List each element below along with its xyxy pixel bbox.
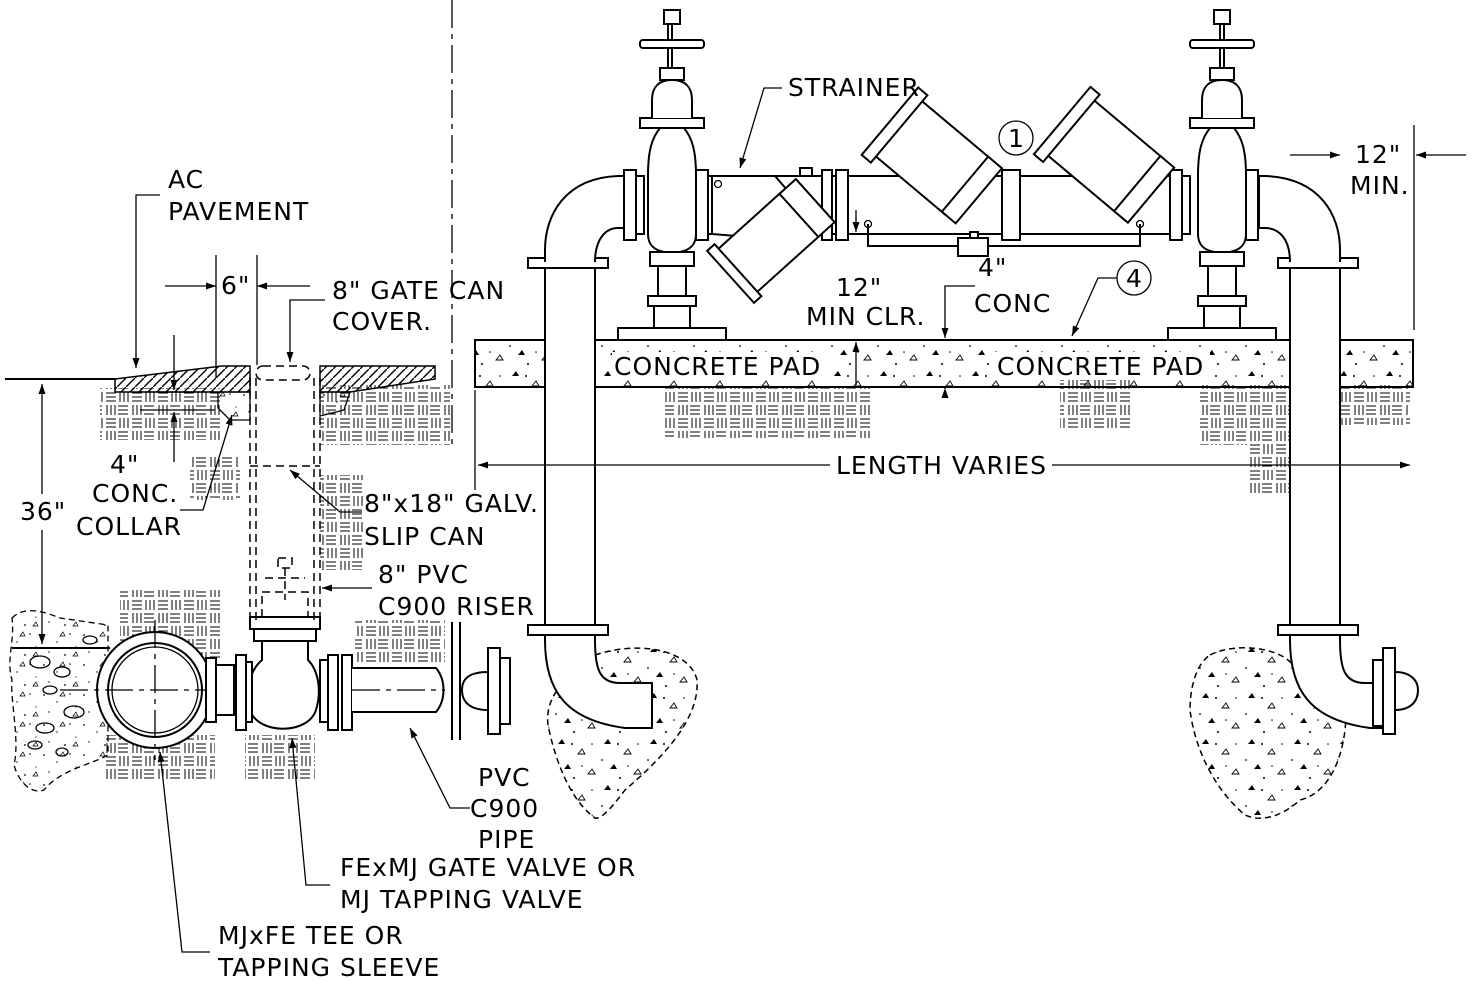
right-annotations: STRAINER 1 4 12" MIN. 12" MIN CLR. 4" CO… (474, 73, 1466, 490)
conc-4-label: 4" (978, 253, 1007, 282)
gate-can-cover (255, 365, 311, 381)
riser-label-2: C900 RISER (378, 592, 535, 621)
pad-label-bg-left (612, 352, 827, 380)
riser-label: 8" PVC (378, 560, 469, 589)
callout-4-label: 4 (1126, 264, 1143, 293)
check-valve-1 (860, 86, 1004, 225)
min-12-label-2: MIN. (1350, 171, 1410, 200)
pvc-pipe-label-2: C900 (470, 794, 539, 823)
undisturbed-soil (9, 610, 109, 792)
pvc-pipe-label: PVC (478, 763, 531, 792)
conc-collar-label: CONC. (92, 479, 178, 508)
gate-valve-label-2: MJ TAPPING VALVE (340, 885, 584, 914)
min-12-label: 12" (1355, 140, 1401, 169)
left-riser-pipe (460, 175, 653, 735)
pad-right-label: CONCRETE PAD (997, 352, 1204, 381)
min-clr-label-2: MIN CLR. (806, 302, 925, 331)
slip-can-label: 8"x18" GALV. (364, 489, 539, 518)
slip-can-label-2: SLIP CAN (364, 522, 485, 551)
relief-valve (863, 219, 1145, 257)
tee-label: MJxFE TEE OR (218, 921, 404, 950)
check-valve-2 (1032, 85, 1176, 225)
valve-operator (249, 557, 321, 642)
callout-1-circle (998, 120, 1034, 156)
ac-pavement-label-2: PAVEMENT (168, 197, 309, 226)
right-riser-pipe (1258, 175, 1420, 735)
pvc-branch-pipe (352, 622, 461, 740)
collar-dim-label: 4" (110, 450, 139, 479)
gate-can-label: 8" GATE CAN (332, 276, 505, 305)
callout-1-label: 1 (1008, 124, 1025, 153)
riser-and-slip-can (249, 378, 321, 625)
pvc-pipe-label-3: PIPE (478, 825, 535, 854)
min-clr-label: 12" (836, 273, 882, 302)
tee-label-2: TAPPING SLEEVE (217, 953, 440, 981)
left-shutoff-valve (617, 9, 727, 341)
gate-valve-label: FExMJ GATE VALVE OR (340, 853, 636, 882)
backflow-assembly: STRAINER 1 4 12" MIN. 12" MIN CLR. 4" CO… (460, 9, 1466, 819)
gate-valve-body (235, 640, 353, 731)
gate-can-label-2: COVER. (332, 307, 432, 336)
y-strainer (705, 175, 837, 305)
main-pipe-section (60, 620, 235, 760)
concrete-collar (217, 391, 251, 421)
left-annotations: AC PAVEMENT 6" 8" GATE CAN COVER. 36" 4" (20, 165, 636, 981)
right-shutoff-valve (1167, 9, 1277, 341)
left-section-detail: AC PAVEMENT 6" 8" GATE CAN COVER. 36" 4" (5, 0, 636, 981)
pad-label-bg-right (995, 352, 1210, 380)
strainer-label: STRAINER (788, 73, 920, 102)
dim-6-label: 6" (221, 271, 250, 300)
length-varies-label: LENGTH VARIES (836, 451, 1047, 480)
dim-36-label: 36" (20, 497, 66, 526)
conc-collar-label-2: COLLAR (76, 512, 182, 541)
rocks (27, 635, 98, 757)
conc-4-label-2: CONC (974, 289, 1051, 318)
ac-pavement-label: AC (168, 165, 204, 194)
pad-left-label: CONCRETE PAD (614, 352, 821, 381)
soil-hatch (100, 385, 450, 780)
